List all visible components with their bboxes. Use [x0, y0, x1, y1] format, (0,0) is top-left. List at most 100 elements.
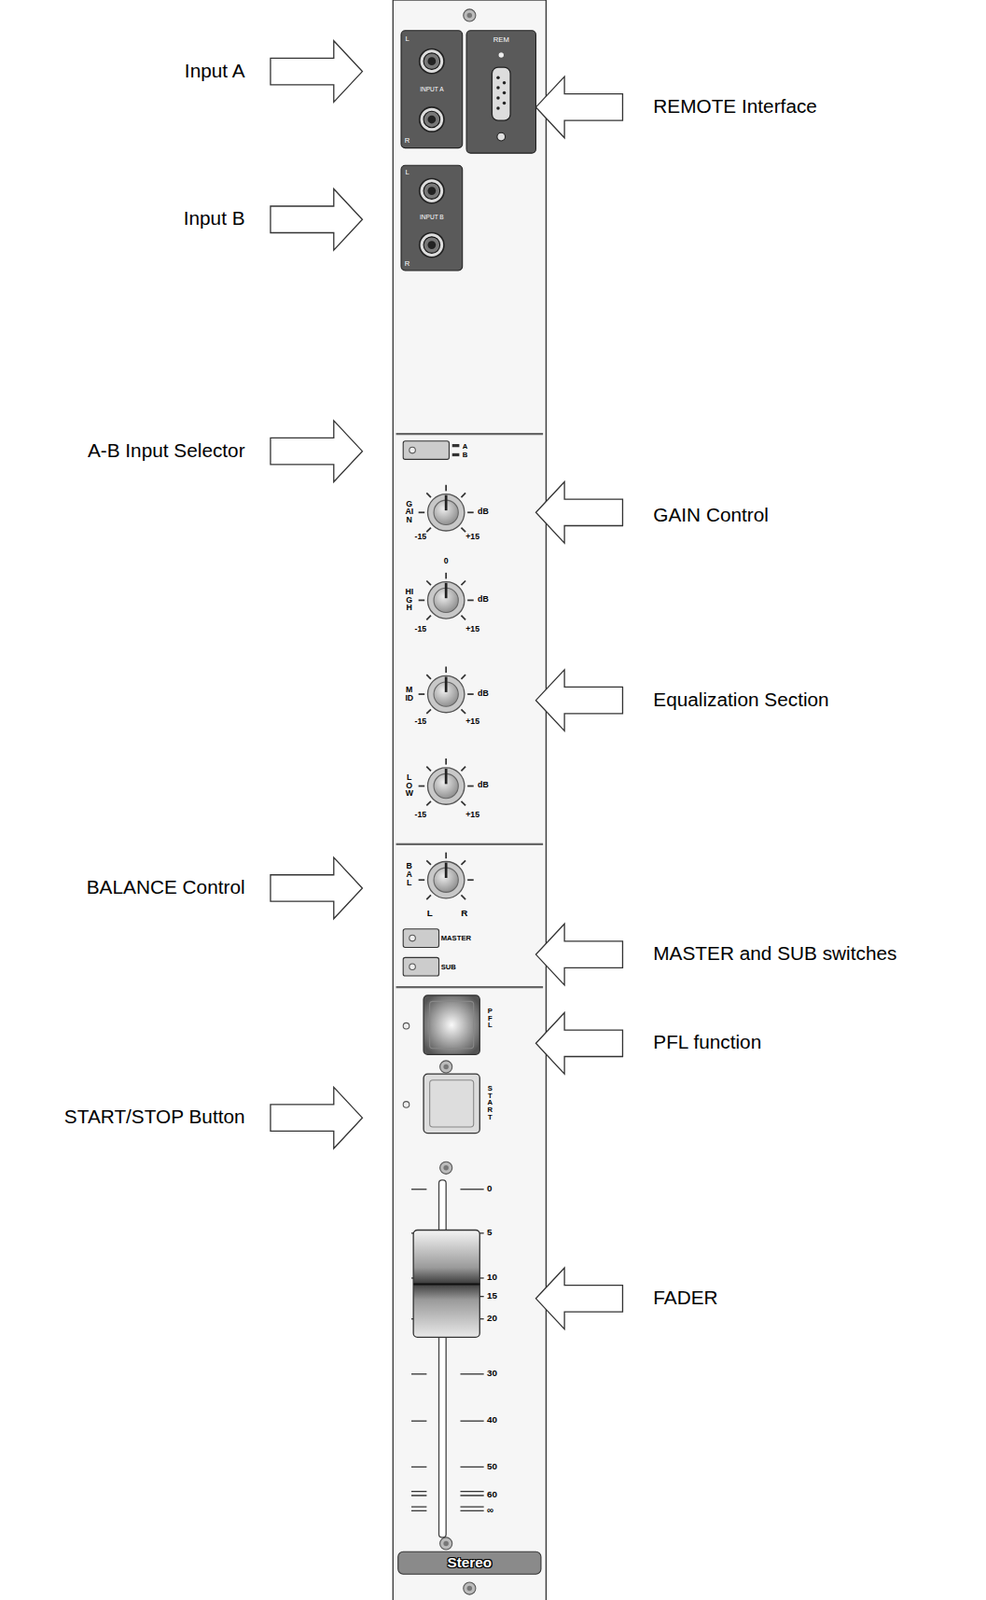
scale-tick: [411, 1510, 427, 1512]
knob-pointer: [444, 495, 448, 511]
part-label: Stereo: [446, 1555, 492, 1571]
unit-label: dB: [477, 596, 489, 606]
knob-name: BAL: [404, 862, 414, 888]
range-label: -15: [414, 718, 427, 728]
input-panel: L INPUT B R: [401, 165, 463, 271]
fader-cap-line: [413, 1282, 480, 1285]
screw: [463, 9, 476, 22]
remote-panel: REM: [466, 30, 536, 153]
part-label: MASTER: [441, 933, 472, 942]
fader-scale-value: 20: [486, 1313, 498, 1324]
knob-tick: [444, 758, 447, 765]
part-label: R: [404, 137, 411, 145]
scale-tick: [459, 1510, 484, 1512]
knob-tick: [467, 785, 474, 788]
screw: [440, 1161, 453, 1174]
knob: [427, 582, 464, 619]
callout-arrow: [535, 923, 623, 986]
part-label: L: [404, 34, 409, 42]
unit-label: dB: [477, 507, 489, 517]
scale-tick: [411, 1505, 427, 1507]
knob-tick: [426, 615, 431, 621]
knob-tick: [460, 492, 466, 498]
scale-tick: [459, 1373, 484, 1375]
part-label: B: [462, 451, 469, 459]
callout-label: Equalization Section: [652, 689, 829, 711]
separator-line: [396, 986, 544, 988]
knob-tick: [467, 878, 474, 881]
callout-label: PFL function: [652, 1032, 762, 1055]
scale-tick: [459, 1494, 484, 1496]
knob-tick: [426, 801, 431, 806]
range-label: +15: [465, 810, 480, 820]
strip-panel: [392, 0, 546, 1600]
knob-pointer: [444, 862, 448, 878]
knob-tick: [460, 674, 466, 680]
fader-scale-value: 10: [486, 1273, 498, 1284]
unit-label: dB: [477, 781, 489, 792]
balance-side: R: [460, 908, 468, 919]
callout-arrow: [270, 41, 362, 103]
knob-name: HIGH: [404, 587, 414, 612]
screw: [440, 1060, 453, 1073]
callout-arrow: [535, 76, 623, 139]
knob-name: GAIN: [404, 499, 414, 525]
callout-arrow: [270, 857, 362, 919]
part-label: R: [404, 259, 411, 267]
input-panel: LINPUT AR: [401, 30, 463, 149]
part-label: START: [486, 1084, 494, 1121]
part-label: REM: [493, 35, 510, 43]
screw: [467, 1585, 473, 1591]
part-label: SUB: [441, 962, 457, 971]
knob-tick: [418, 785, 426, 788]
callout-arrow: [535, 481, 623, 543]
part-label: INPUT B: [419, 213, 445, 221]
fader-cap: [413, 1230, 480, 1338]
screw: [443, 1064, 448, 1070]
bus-switch: SUB: [402, 957, 505, 976]
knob-tick: [467, 599, 474, 602]
knob-tick: [460, 581, 466, 586]
knob-name: LOW: [404, 773, 414, 798]
strip-details: [270, 9, 624, 1595]
screw: [443, 1165, 448, 1170]
scale-tick: [411, 1490, 427, 1492]
fader-scale-value: 5: [486, 1227, 492, 1238]
knob: [427, 675, 464, 712]
knob-tick: [460, 708, 466, 714]
knob-tick: [426, 894, 431, 900]
callout-label: A-B Input Selector: [87, 440, 246, 462]
knob-tick: [460, 615, 466, 621]
callout-arrow: [270, 188, 362, 250]
module-badge: Stereo: [398, 1551, 542, 1574]
knob: [427, 861, 464, 899]
screw: [463, 1582, 476, 1595]
callout-arrow: [535, 669, 623, 732]
part-label: A: [462, 442, 469, 450]
fader-scale-value: 30: [486, 1368, 498, 1379]
scale-tick: [459, 1188, 484, 1190]
balance-side: L: [427, 908, 433, 919]
scale-tick: [459, 1505, 484, 1507]
callout-label: START/STOP Button: [64, 1107, 246, 1129]
remote-panel-shape: [466, 30, 536, 153]
scale-tick: [411, 1373, 427, 1375]
knob-pointer: [444, 768, 448, 784]
start-button-shape: [400, 1073, 499, 1133]
knob: [427, 494, 464, 531]
range-label: -15: [414, 810, 427, 820]
knob-tick: [444, 485, 447, 492]
knob: [427, 767, 464, 805]
knob-tick: [418, 511, 426, 514]
range-label: -15: [414, 624, 427, 635]
callout-label: REMOTE Interface: [652, 96, 818, 118]
knob-tick: [444, 572, 447, 580]
range-label: +15: [465, 718, 480, 728]
start-button: START: [400, 1073, 499, 1133]
screw: [440, 1537, 453, 1550]
separator-line: [396, 843, 544, 846]
screw: [467, 13, 473, 18]
part-label: L: [404, 168, 409, 177]
knob-tick: [467, 511, 474, 514]
knob-pointer: [444, 583, 448, 598]
